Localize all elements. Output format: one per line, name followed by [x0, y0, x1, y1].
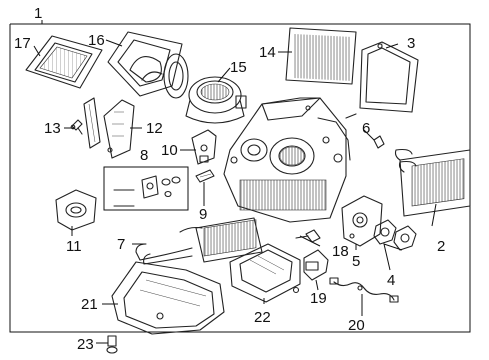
blower-housing-part: [107, 31, 189, 99]
callout-23: 23: [77, 336, 94, 353]
callout-9: 9: [199, 206, 207, 223]
air-duct-strip-part: [83, 97, 101, 149]
temp-sensor-part: [70, 119, 83, 135]
filter-frame-part: [25, 35, 103, 89]
callout-3: 3: [407, 35, 415, 52]
callout-21: 21: [81, 296, 98, 313]
door-seal-part: [103, 99, 135, 159]
drain-fitting-part: [106, 335, 118, 354]
callout-1: 1: [34, 5, 42, 22]
callout-14: 14: [259, 44, 276, 61]
fitting-part: [345, 113, 385, 149]
callout-13: 13: [44, 120, 61, 137]
callout-19: 19: [310, 290, 327, 307]
callout-18: 18: [332, 243, 349, 260]
wiring-harness-part: [329, 277, 399, 303]
blower-motor-part: [185, 76, 247, 124]
heater-core-part: [394, 148, 471, 217]
callout-17: 17: [14, 35, 31, 52]
clip-part: [195, 169, 215, 183]
callout-6: 6: [362, 120, 370, 137]
callout-10: 10: [161, 142, 178, 159]
expansion-valve-kit: [103, 166, 189, 211]
callout-11: 11: [66, 238, 82, 255]
mode-actuator-part: [55, 189, 97, 231]
callout-20: 20: [348, 317, 365, 334]
callout-2: 2: [437, 238, 445, 255]
cabin-filter-part: [285, 27, 357, 85]
bottom-housing-part: [111, 261, 225, 335]
switch-part: [303, 249, 329, 281]
lower-case-part: [229, 243, 301, 303]
callout-12: 12: [146, 120, 163, 137]
callout-labels: 1 2 3 4 5 6 7 8 9 10 11 12 13 14 15 16 1…: [14, 5, 445, 353]
actuator-bracket-part: [191, 129, 217, 165]
callout-5: 5: [352, 253, 360, 270]
evaporator-part: [135, 217, 263, 265]
callout-22: 22: [254, 309, 271, 326]
small-actuator-parts: [373, 219, 417, 251]
callout-16: 16: [88, 32, 105, 49]
heater-frame-part: [359, 41, 419, 113]
assembly-frame: [9, 20, 471, 333]
control-module-part: [341, 195, 383, 247]
callout-8: 8: [140, 147, 148, 164]
callout-4: 4: [387, 272, 395, 289]
callout-15: 15: [230, 59, 247, 76]
hvac-case-part: [223, 97, 351, 223]
leader-lines: [33, 39, 437, 344]
callout-7: 7: [117, 236, 125, 253]
